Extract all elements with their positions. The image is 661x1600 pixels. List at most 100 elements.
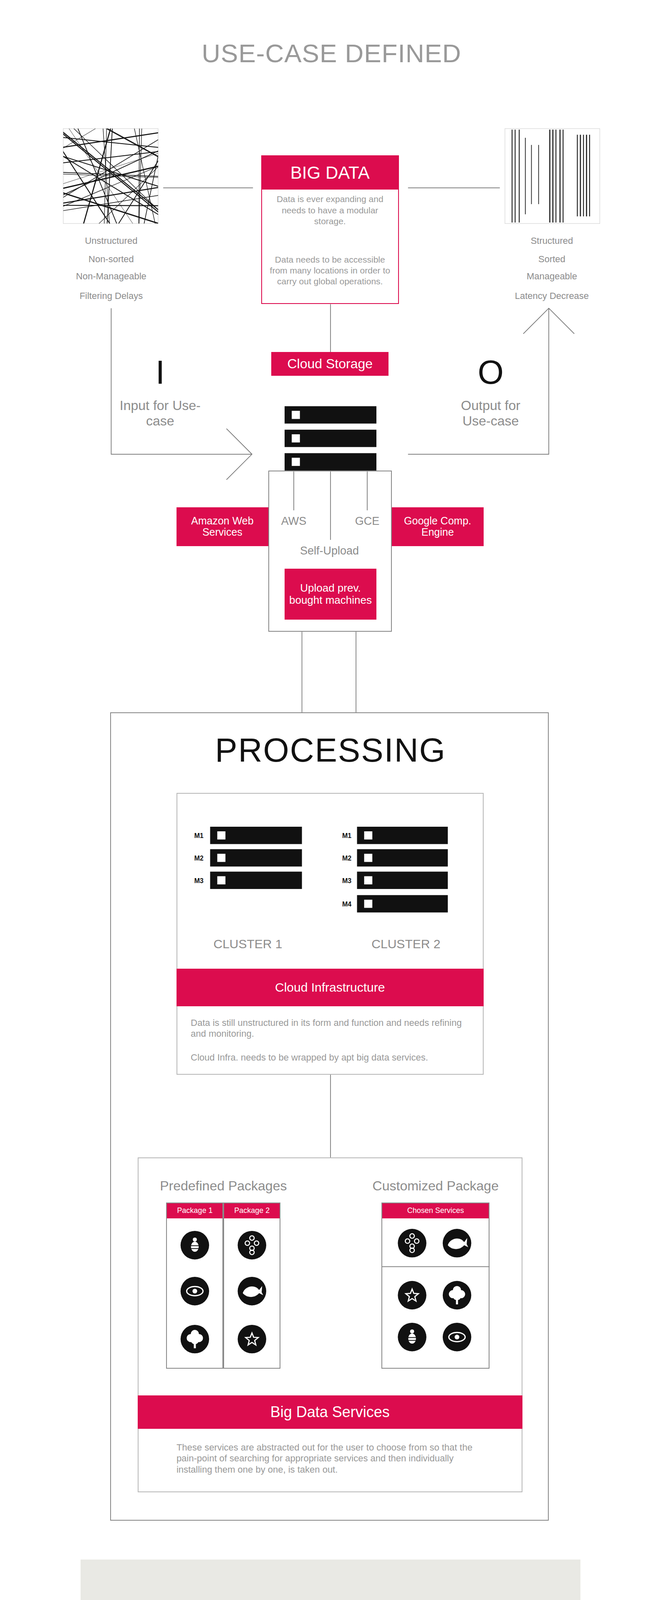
node-text: Data is still unstructured in its form a… xyxy=(190,1016,476,1040)
node-text: Data needs to be accessible from many lo… xyxy=(266,254,394,288)
server-unit xyxy=(210,826,303,844)
state-label: Filtering Delays xyxy=(79,290,144,301)
node-text: Customized Package xyxy=(372,1177,499,1194)
server-unit xyxy=(284,429,377,447)
node-text: Data is ever expanding and needs to have… xyxy=(266,193,394,227)
service-icon xyxy=(180,1276,210,1305)
node-text: Upload prev. bought machines xyxy=(284,580,377,608)
footer-band xyxy=(80,1558,581,1600)
service-icon xyxy=(237,1230,267,1259)
package-column: Package 2 xyxy=(223,1201,281,1368)
state-label: Sorted xyxy=(538,253,566,265)
server-light xyxy=(364,830,373,840)
package-column: Package 1 xyxy=(166,1201,224,1368)
page-title: USE-CASE DEFINED xyxy=(201,38,462,69)
service-icon xyxy=(397,1228,427,1257)
node-text: Predefined Packages xyxy=(159,1177,287,1194)
state-label: Structured xyxy=(530,235,574,246)
node-text: These services are abstracted out for th… xyxy=(176,1441,486,1475)
server-light xyxy=(217,853,226,862)
node-text: Cloud Storage xyxy=(282,354,377,373)
service-icon xyxy=(180,1230,210,1259)
cluster-label: CLUSTER 1 xyxy=(213,936,283,952)
provider-line xyxy=(366,471,368,510)
node-text: AWS xyxy=(281,514,307,528)
state-label: Non-sorted xyxy=(88,253,134,265)
cloud-infra-band: Cloud Infrastructure xyxy=(176,968,484,1006)
structured-picture-frame xyxy=(504,128,600,224)
input-arrow-line xyxy=(111,307,252,455)
service-icon xyxy=(397,1280,427,1309)
server-unit xyxy=(357,826,449,844)
server-unit xyxy=(357,871,449,889)
node-text: BIG DATA xyxy=(262,156,399,190)
connector-line xyxy=(330,303,331,352)
upload-box: Upload prev. bought machines xyxy=(284,568,377,620)
connector-line xyxy=(330,1074,331,1157)
node-text: Chosen Services xyxy=(382,1202,489,1219)
state-label: Manageable xyxy=(526,271,578,282)
service-icon xyxy=(397,1322,427,1351)
machine-label: M3 xyxy=(342,876,352,884)
processing-panel: Cloud InfrastructureData is still unstru… xyxy=(110,711,549,1520)
machine-label: M3 xyxy=(194,876,204,884)
node-text: Amazon Web Services xyxy=(176,513,269,540)
connector-line xyxy=(355,631,357,712)
provider-box: Upload prev. bought machines AWS GCE Self-U… xyxy=(268,470,392,632)
server-unit xyxy=(210,848,303,867)
machine-label: M2 xyxy=(342,854,352,862)
machine-label: M4 xyxy=(342,900,352,908)
service-icon xyxy=(237,1276,267,1305)
server-light xyxy=(291,433,301,443)
input-arrow-head xyxy=(226,428,253,480)
picture-link-line xyxy=(408,187,500,189)
machine-label: M2 xyxy=(194,854,204,862)
node-text: Cloud Infra. needs to be wrapped by apt … xyxy=(190,1051,476,1063)
package-divider xyxy=(381,1265,490,1267)
server-light xyxy=(291,457,301,466)
node-text: Big Data Services xyxy=(266,1401,394,1422)
big-data-box: BIG DATAData is ever expanding and needs… xyxy=(261,155,399,305)
machine-label: M1 xyxy=(194,831,204,840)
structured-picture xyxy=(512,129,590,223)
state-label: Non-Manageable xyxy=(75,271,147,282)
server-light xyxy=(217,875,226,885)
output-arrow-line xyxy=(408,307,549,455)
package-column: Chosen Services xyxy=(381,1201,490,1368)
server-unit xyxy=(284,406,377,424)
server-unit xyxy=(284,452,377,471)
provider-line xyxy=(330,471,331,540)
node-text: Package 2 xyxy=(224,1202,280,1219)
connector-line xyxy=(301,631,303,712)
gce-box: Google Comp. Engine xyxy=(391,507,484,546)
big-data-services-panel: Package 1Package 2 Chosen ServicesBig Dat… xyxy=(137,1156,523,1492)
cloud-storage-box: Cloud Storage xyxy=(271,351,389,376)
aws-box: Amazon Web Services xyxy=(176,507,269,546)
unstructured-picture xyxy=(63,128,159,224)
node-text: PROCESSING xyxy=(214,730,446,770)
picture-link-line xyxy=(163,187,253,189)
server-light xyxy=(364,853,373,862)
service-icon xyxy=(442,1280,472,1309)
provider-line xyxy=(293,471,295,510)
machine-label: M1 xyxy=(342,831,352,840)
services-band: Big Data Services xyxy=(137,1394,523,1429)
server-light xyxy=(364,899,373,908)
server-light xyxy=(364,875,373,885)
state-label: Unstructured xyxy=(84,235,138,246)
server-unit xyxy=(210,871,303,889)
server-unit xyxy=(357,894,449,913)
service-icon xyxy=(442,1322,472,1351)
server-light xyxy=(217,830,226,840)
node-text: Google Comp. Engine xyxy=(391,513,484,540)
server-light xyxy=(291,410,301,419)
state-label: Latency Decrease xyxy=(514,290,589,301)
node-text: Cloud Infrastructure xyxy=(270,978,389,996)
service-icon xyxy=(442,1228,472,1257)
io-letter: I xyxy=(155,353,165,392)
node-text: Self-Upload xyxy=(300,544,359,558)
node-text: GCE xyxy=(355,514,380,528)
output-arrow-head xyxy=(523,307,575,334)
io-letter: O xyxy=(477,353,504,392)
